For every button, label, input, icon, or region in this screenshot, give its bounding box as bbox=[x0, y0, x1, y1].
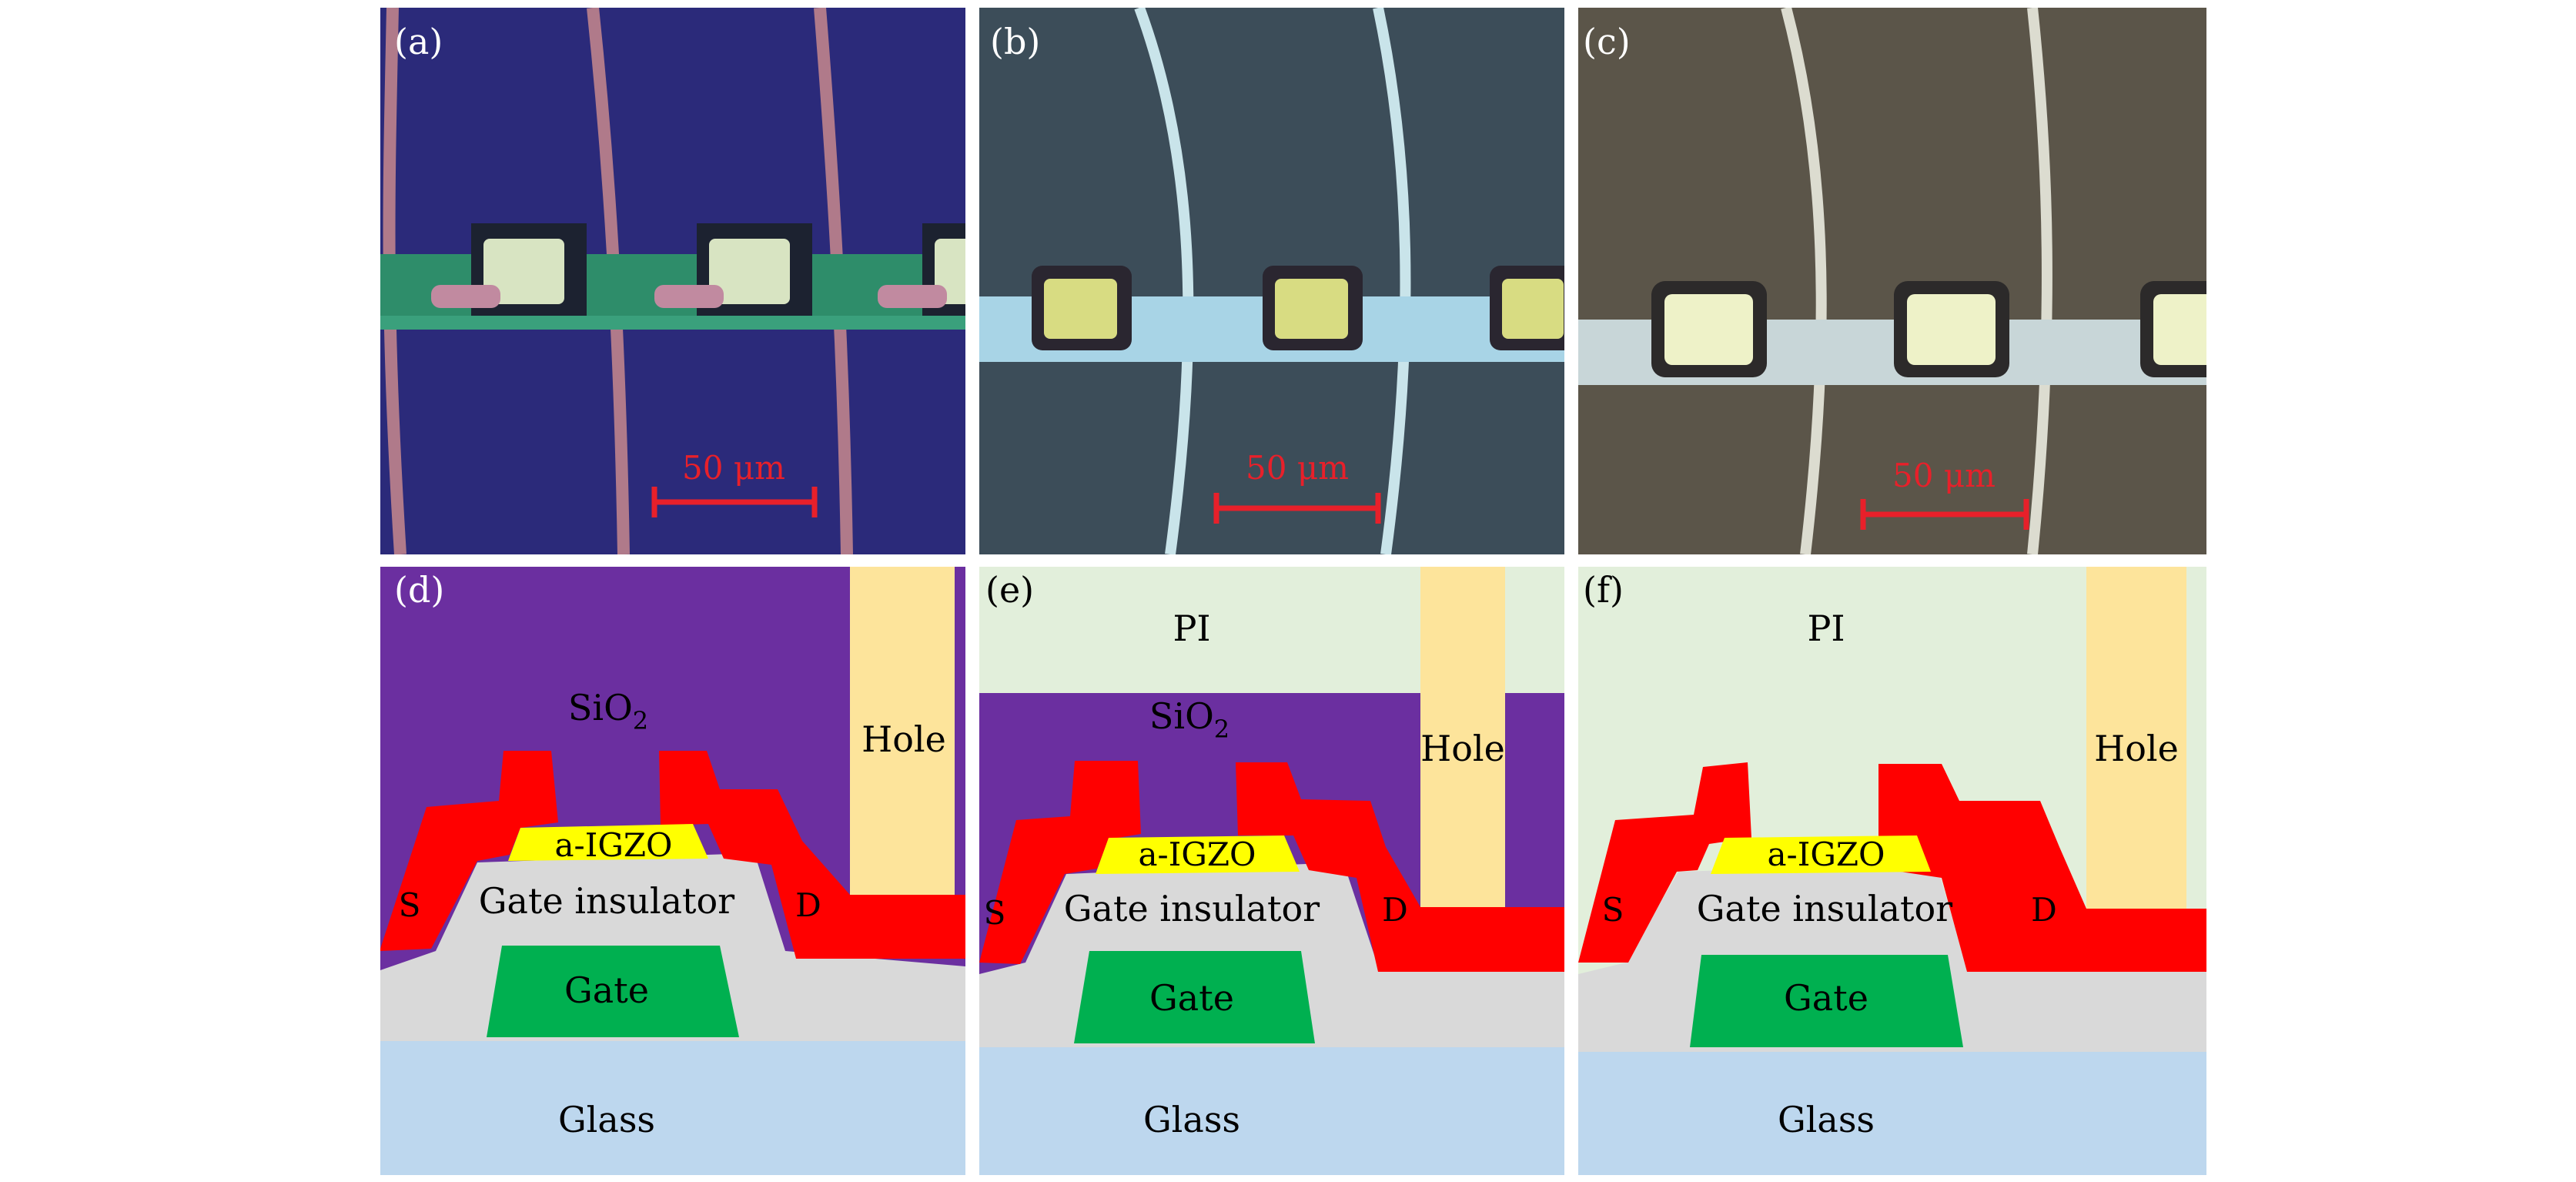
panel-a-data-line bbox=[814, 8, 853, 554]
panel-e-gate-text: Gate bbox=[1149, 977, 1234, 1019]
panel-a-tft bbox=[431, 285, 500, 308]
panel-c-pixel-pad bbox=[1664, 294, 1753, 365]
panel-f-pi-text: PI bbox=[1807, 608, 1845, 649]
panel-e-pi-text: PI bbox=[1173, 608, 1210, 649]
panel-d: (d) SiO2 Hole a-IGZO S Gate insulator D … bbox=[380, 567, 965, 1175]
panel-c-label: (c) bbox=[1583, 21, 1631, 62]
panel-d-igzo bbox=[508, 824, 708, 861]
panel-b-pixel-pad bbox=[1044, 279, 1117, 339]
panel-a-pixel-pad bbox=[483, 239, 564, 304]
panel-e-glass bbox=[979, 1047, 1564, 1175]
panel-f-glass-text: Glass bbox=[1778, 1099, 1875, 1140]
panel-b: (b) 50 μm bbox=[979, 8, 1564, 554]
panel-a: (a) 50 μm bbox=[380, 8, 965, 554]
panel-e-hole bbox=[1420, 567, 1505, 911]
panel-c-scale-text: 50 μm bbox=[1892, 457, 1996, 494]
panel-e-source-text: S bbox=[984, 894, 1006, 932]
panel-d-glass-text: Glass bbox=[558, 1099, 655, 1140]
panel-f-hole-text: Hole bbox=[2094, 728, 2179, 769]
panel-e-hole-text: Hole bbox=[1420, 728, 1505, 769]
panel-f-gate-text: Gate bbox=[1784, 977, 1868, 1019]
panel-d-hole bbox=[850, 567, 958, 906]
panel-d-gate-text: Gate bbox=[564, 969, 649, 1011]
panel-f-igzo-text: a-IGZO bbox=[1768, 835, 1885, 873]
panel-d-glass bbox=[380, 1041, 965, 1175]
panel-f-igzo bbox=[1711, 835, 1931, 874]
panel-d-insulator-text: Gate insulator bbox=[479, 880, 734, 922]
panel-f-glass bbox=[1578, 1052, 2206, 1175]
panel-c-data-line bbox=[2027, 8, 2052, 554]
panel-e-igzo-text: a-IGZO bbox=[1139, 835, 1256, 873]
panel-e-gate bbox=[1074, 951, 1315, 1043]
panel-d-label: (d) bbox=[394, 569, 444, 611]
panel-e-drain-text: D bbox=[1382, 891, 1408, 929]
panel-e-igzo bbox=[1096, 835, 1300, 874]
panel-e: (e) PI SiO2 Hole a-IGZO S Gate insulator… bbox=[979, 567, 1564, 1175]
panel-e-sio2-text: SiO2 bbox=[1149, 695, 1229, 744]
panel-a-scale-bar bbox=[651, 487, 818, 517]
panel-c-scale-bar bbox=[1860, 499, 2029, 530]
panel-e-insulator-text: Gate insulator bbox=[1064, 888, 1320, 929]
panel-f-drain-electrode bbox=[1878, 764, 2206, 972]
panel-b-scale-bar bbox=[1213, 493, 1381, 524]
panel-a-pixel-pad bbox=[709, 239, 790, 304]
panel-f-source-electrode bbox=[1578, 762, 1751, 963]
panel-d-drain-electrode bbox=[659, 751, 965, 959]
panel-d-hole-text: Hole bbox=[861, 718, 946, 760]
panel-f-drain-text: D bbox=[2031, 891, 2057, 929]
panel-b-data-line bbox=[1373, 8, 1411, 554]
panel-d-gate bbox=[487, 946, 739, 1037]
panel-e-drain-electrode bbox=[1236, 762, 1564, 972]
panel-e-source-electrode bbox=[979, 761, 1141, 964]
panel-f-source-text: S bbox=[1602, 891, 1624, 929]
panel-d-igzo-text: a-IGZO bbox=[555, 826, 673, 864]
panel-c: (c) 50 μm bbox=[1578, 8, 2206, 554]
panel-d-source-electrode bbox=[380, 751, 558, 951]
panel-c-data-line bbox=[1781, 8, 1827, 554]
panel-c-pixel-pad bbox=[2153, 294, 2206, 365]
panel-a-tft bbox=[878, 285, 947, 308]
panel-b-pixel-pad bbox=[1275, 279, 1348, 339]
panel-a-gate-line-edge bbox=[380, 316, 965, 330]
panel-d-sio2-text: SiO2 bbox=[568, 687, 648, 735]
panel-e-pi-right bbox=[1505, 567, 1564, 693]
panel-e-label: (e) bbox=[985, 569, 1034, 611]
panel-d-drain-text: D bbox=[795, 886, 821, 924]
panel-b-label: (b) bbox=[990, 21, 1040, 62]
panel-b-scale-text: 50 μm bbox=[1246, 449, 1349, 487]
panel-d-hole-frame bbox=[955, 567, 965, 906]
panel-c-pixel-pad bbox=[1907, 294, 1996, 365]
panel-e-glass-text: Glass bbox=[1143, 1099, 1240, 1140]
panel-a-scale-text: 50 μm bbox=[682, 449, 785, 487]
panel-f-insulator-text: Gate insulator bbox=[1697, 888, 1952, 929]
panel-b-data-line bbox=[1134, 8, 1194, 554]
panel-f-hole bbox=[2086, 567, 2186, 911]
panel-a-label: (a) bbox=[394, 21, 443, 62]
panel-f-gate bbox=[1690, 955, 1963, 1047]
panel-f-label: (f) bbox=[1583, 569, 1624, 611]
panel-b-pixel-pad bbox=[1502, 279, 1564, 339]
panel-a-tft bbox=[654, 285, 724, 308]
panel-a-data-line bbox=[587, 8, 630, 554]
panel-d-source-text: S bbox=[399, 886, 421, 924]
panel-f: (f) PI Hole a-IGZO S Gate insulator D Ga… bbox=[1578, 567, 2206, 1175]
